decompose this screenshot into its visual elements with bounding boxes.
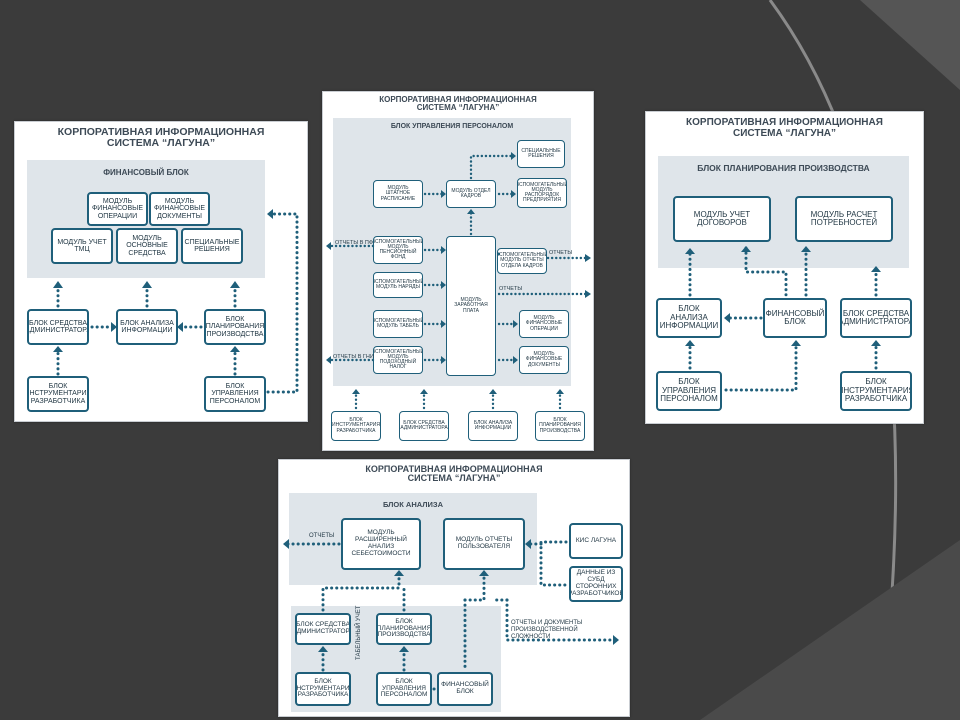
panel-title: КОРПОРАТИВНАЯ ИНФОРМАЦИОННАЯ СИСТЕМА “ЛА… xyxy=(379,95,537,113)
block-hr[interactable]: БЛОК УПРАВЛЕНИЯ ПЕРСОНАЛОМ xyxy=(204,376,266,412)
block-planning[interactable]: БЛОК ПЛАНИРОВАНИЯ ПРОИЗВОДСТВА xyxy=(204,309,266,345)
source-kis[interactable]: КИС ЛАГУНА xyxy=(569,523,623,559)
module-fin-docs[interactable]: МОДУЛЬ ФИНАНСОВЫЕ ДОКУМЕНТЫ xyxy=(149,192,210,226)
module-schedule[interactable]: ВСПОМОГАТЕЛЬНЫЙ МОДУЛЬ РАСПОРЯДОК ПРЕДПР… xyxy=(517,178,567,208)
area-label: БЛОК УПРАВЛЕНИЯ ПЕРСОНАЛОМ xyxy=(390,123,514,130)
module-fixed-assets[interactable]: МОДУЛЬ ОСНОВНЫЕ СРЕДСТВА xyxy=(116,228,178,264)
block-analysis[interactable]: БЛОК АНАЛИЗА ИНФОРМАЦИИ xyxy=(656,298,722,338)
module-needs[interactable]: МОДУЛЬ РАСЧЕТ ПОТРЕБНОСТЕЙ xyxy=(795,196,893,242)
label-tabular: ТАБЕЛЬНЫЙ УЧЕТ xyxy=(356,605,362,660)
module-special[interactable]: СПЕЦИАЛЬНЫЕ РЕШЕНИЯ xyxy=(517,140,565,168)
label-reports-right: ОТЧЕТЫ xyxy=(549,250,573,256)
block-devtools[interactable]: БЛОК ИНСТРУМЕНТАРИЯ РАЗРАБОТЧИКА xyxy=(295,672,351,706)
panel-planning-block: КОРПОРАТИВНАЯ ИНФОРМАЦИОННАЯ СИСТЕМА “ЛА… xyxy=(645,111,924,424)
label-reports-center: ОТЧЕТЫ xyxy=(499,286,523,292)
module-payroll[interactable]: МОДУЛЬ ЗАРАБОТНАЯ ПЛАТА xyxy=(446,236,496,376)
panel-hr-block: КОРПОРАТИВНАЯ ИНФОРМАЦИОННАЯ СИСТЕМА “ЛА… xyxy=(322,91,594,451)
panel-analysis-block: КОРПОРАТИВНАЯ ИНФОРМАЦИОННАЯ СИСТЕМА “ЛА… xyxy=(278,459,630,717)
module-fin-ops[interactable]: МОДУЛЬ ФИНАНСОВЫЕ ОПЕРАЦИИ xyxy=(519,310,569,338)
block-devtools[interactable]: БЛОК ИНСТРУМЕНТАРИЯ РАЗРАБОТЧИКА xyxy=(27,376,89,412)
panel-title: КОРПОРАТИВНАЯ ИНФОРМАЦИОННАЯ СИСТЕМА “ЛА… xyxy=(365,464,543,484)
panel-title: КОРПОРАТИВНАЯ ИНФОРМАЦИОННАЯ СИСТЕМА “ЛА… xyxy=(686,117,883,139)
area-label: ФИНАНСОВЫЙ БЛОК xyxy=(103,168,189,177)
label-reports-pf: ОТЧЕТЫ В ПФ xyxy=(335,240,374,246)
module-contracts[interactable]: МОДУЛЬ УЧЕТ ДОГОВОРОВ xyxy=(673,196,771,242)
module-cost-analysis[interactable]: МОДУЛЬ РАСШИРЕННЫЙ АНАЛИЗ СЕБЕСТОИМОСТИ xyxy=(341,518,421,570)
module-hr-reports[interactable]: ВСПОМОГАТЕЛЬНЫЙ МОДУЛЬ ОТЧЕТЫ ОТДЕЛА КАД… xyxy=(497,248,547,274)
module-tmc[interactable]: МОДУЛЬ УЧЕТ ТМЦ xyxy=(51,228,113,264)
panel-finance-block: КОРПОРАТИВНАЯ ИНФОРМАЦИОННАЯ СИСТЕМА “ЛА… xyxy=(14,121,308,422)
module-pension[interactable]: ВСПОМОГАТЕЛЬНЫЙ МОДУЛЬ ПЕНСИОННЫЙ ФОНД xyxy=(373,236,423,264)
block-planning[interactable]: БЛОК ПЛАНИРОВАНИЯ ПРОИЗВОДСТВА xyxy=(535,411,585,441)
area-label: БЛОК АНАЛИЗА xyxy=(382,500,444,509)
block-admin[interactable]: БЛОК СРЕДСТВА АДМИНИСТРАТОРА xyxy=(295,613,351,645)
block-analysis[interactable]: БЛОК АНАЛИЗА ИНФОРМАЦИИ xyxy=(468,411,518,441)
block-planning[interactable]: БЛОК ПЛАНИРОВАНИЯ ПРОИЗВОДСТВА xyxy=(376,613,432,645)
block-admin[interactable]: БЛОК СРЕДСТВА АДМИНИСТРАТОРА xyxy=(27,309,89,345)
source-third-party[interactable]: ДАННЫЕ ИЗ СУБД СТОРОННИХ РАЗРАБОТЧИКОВ xyxy=(569,566,623,602)
label-reports-gni: ОТЧЕТЫ В ГНИ xyxy=(333,354,374,360)
module-income-tax[interactable]: ВСПОМОГАТЕЛЬНЫЙ МОДУЛЬ ПОДОХОДНЫЙ НАЛОГ xyxy=(373,346,423,374)
module-timesheet[interactable]: ВСПОМОГАТЕЛЬНЫЙ МОДУЛЬ ТАБЕЛЬ xyxy=(373,310,423,338)
block-devtools[interactable]: БЛОК ИНСТРУМЕНТАРИЯ РАЗРАБОТЧИКА xyxy=(840,371,912,411)
module-special[interactable]: СПЕЦИАЛЬНЫЕ РЕШЕНИЯ xyxy=(181,228,243,264)
label-complex: ОТЧЕТЫ И ДОКУМЕНТЫ ПРОИЗВОДСТВЕННОЙ СЛОЖ… xyxy=(511,620,583,641)
panel-title: КОРПОРАТИВНАЯ ИНФОРМАЦИОННАЯ СИСТЕМА “ЛА… xyxy=(57,126,265,150)
module-hr-dept[interactable]: МОДУЛЬ ОТДЕЛ КАДРОВ xyxy=(446,180,496,208)
block-admin[interactable]: БЛОК СРЕДСТВА АДМИНИСТРАТОРА xyxy=(399,411,449,441)
module-staffing[interactable]: МОДУЛЬ ШТАТНОЕ РАСПИСАНИЕ xyxy=(373,180,423,208)
area-label: БЛОК ПЛАНИРОВАНИЯ ПРОИЗВОДСТВА xyxy=(697,163,870,173)
block-finance[interactable]: ФИНАНСОВЫЙ БЛОК xyxy=(763,298,827,338)
module-user-reports[interactable]: МОДУЛЬ ОТЧЕТЫ ПОЛЬЗОВАТЕЛЯ xyxy=(443,518,525,570)
block-admin[interactable]: БЛОК СРЕДСТВА АДМИНИСТРАТОРА xyxy=(840,298,912,338)
module-fin-docs[interactable]: МОДУЛЬ ФИНАНСОВЫЕ ДОКУМЕНТЫ xyxy=(519,346,569,374)
label-reports: ОТЧЕТЫ xyxy=(309,533,335,539)
block-analysis[interactable]: БЛОК АНАЛИЗА ИНФОРМАЦИИ xyxy=(116,309,178,345)
module-orders[interactable]: ВСПОМОГАТЕЛЬНЫЙ МОДУЛЬ НАРЯДЫ xyxy=(373,272,423,298)
block-devtools[interactable]: БЛОК ИНСТРУМЕНТАРИЯ РАЗРАБОТЧИКА xyxy=(331,411,381,441)
module-fin-ops[interactable]: МОДУЛЬ ФИНАНСОВЫЕ ОПЕРАЦИИ xyxy=(87,192,148,226)
block-hr[interactable]: БЛОК УПРАВЛЕНИЯ ПЕРСОНАЛОМ xyxy=(656,371,722,411)
block-finance[interactable]: ФИНАНСОВЫЙ БЛОК xyxy=(437,672,493,706)
block-hr[interactable]: БЛОК УПРАВЛЕНИЯ ПЕРСОНАЛОМ xyxy=(376,672,432,706)
